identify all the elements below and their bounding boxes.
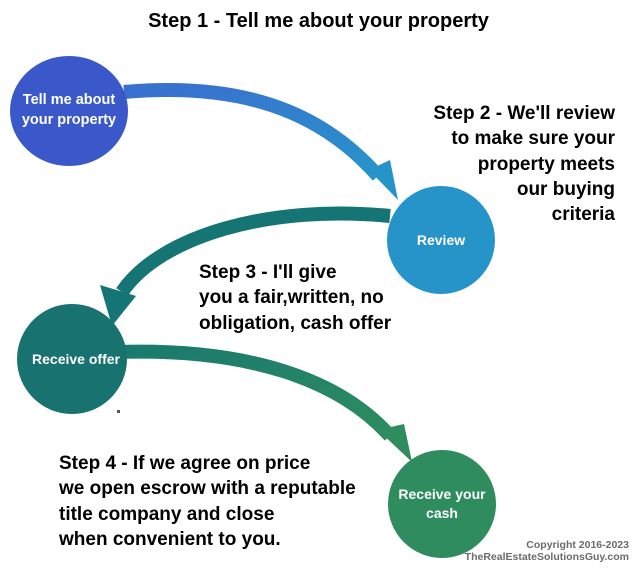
step-2-line: criteria bbox=[551, 204, 615, 226]
circle-tell-property: Tell me about your property bbox=[10, 56, 128, 166]
arrow-to-offer bbox=[116, 206, 391, 297]
circle-review: Review bbox=[387, 186, 495, 294]
circle-label: Receive offer bbox=[32, 350, 120, 367]
step-2-line: to make sure your bbox=[451, 128, 615, 150]
step-1-heading: Step 1 - Tell me about your property bbox=[0, 8, 637, 35]
step-3-line: obligation, cash offer bbox=[199, 312, 392, 334]
step-4-line: when convenient to you. bbox=[59, 528, 281, 550]
step-3-text: Step 3 - I'll give you a fair,written, n… bbox=[199, 260, 391, 336]
circle-label: Review bbox=[416, 231, 466, 248]
circle-receive-cash: Receive your cash bbox=[388, 450, 496, 558]
step-4-text: Step 4 - If we agree on price we open es… bbox=[59, 451, 356, 552]
arrow-to-review-head bbox=[369, 160, 398, 200]
step-1-line: Step 1 - Tell me about your property bbox=[148, 10, 489, 32]
step-4-line: we open escrow with a reputable bbox=[59, 478, 356, 500]
step-4-line: title company and close bbox=[59, 503, 275, 525]
step-4-line: Step 4 - If we agree on price bbox=[59, 453, 311, 474]
arrow-to-cash bbox=[117, 344, 396, 441]
arrow-to-offer-head bbox=[100, 285, 136, 326]
step-3-line: you a fair,written, no bbox=[199, 287, 384, 309]
step-2-text: Step 2 - We'll review to make sure your … bbox=[433, 101, 615, 227]
copyright-site: TheRealEstateSolutionsGuy.com bbox=[464, 551, 629, 564]
copyright-line: Copyright 2016-2023 bbox=[526, 538, 629, 551]
step-2-line: property meets bbox=[477, 153, 615, 175]
step-3-line: Step 3 - I'll give bbox=[199, 262, 337, 283]
circle-label: Tell me about bbox=[22, 92, 116, 109]
copyright-notice: Copyright 2016-2023 TheRealEstateSolutio… bbox=[465, 539, 629, 564]
arrow-to-review bbox=[123, 83, 384, 181]
circle-label: cash bbox=[426, 505, 458, 521]
circle-receive-offer: Receive offer bbox=[17, 304, 127, 414]
stray-mark bbox=[117, 410, 120, 413]
circle-label: your property bbox=[21, 112, 117, 128]
circle-label: Receive your bbox=[398, 486, 486, 503]
step-2-line: our buying bbox=[516, 178, 615, 200]
step-2-line: Step 2 - We'll review bbox=[433, 103, 615, 124]
arrow-to-cash-head bbox=[378, 424, 412, 462]
